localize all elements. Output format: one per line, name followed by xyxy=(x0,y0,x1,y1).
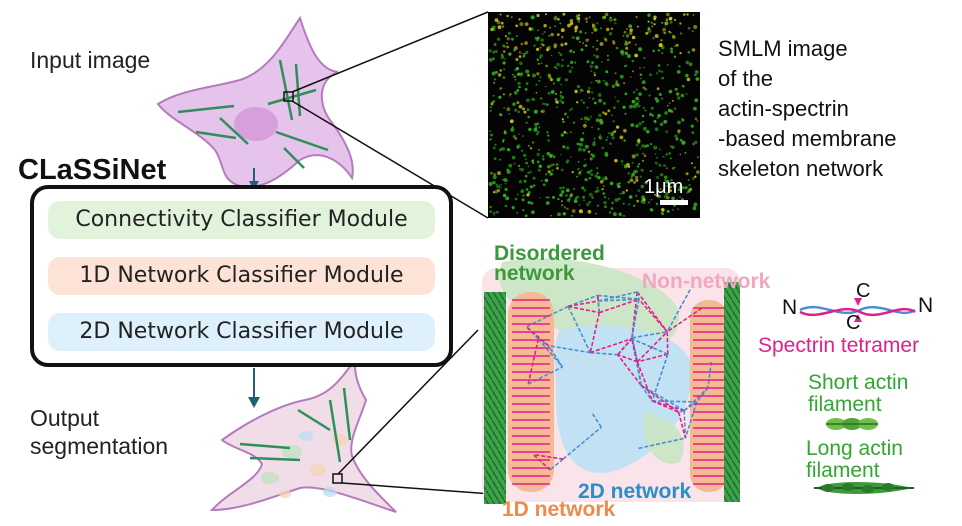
connectivity-module: Connectivity Classifier Module xyxy=(48,201,435,239)
long-actin-line-2: filament xyxy=(806,459,880,482)
short-actin-line-1: Short actin xyxy=(808,371,909,394)
short-actin-line-2: filament xyxy=(808,393,882,416)
scale-bar-label: 1μm xyxy=(644,176,684,198)
network-1d-label: 1D network xyxy=(502,498,616,521)
smlm-image xyxy=(488,12,700,218)
spectrin-tetramer-label: Spectrin tetramer xyxy=(758,334,920,357)
network-2d-label: 2D network xyxy=(578,480,692,503)
non-network-label: Non-network xyxy=(642,270,771,293)
input-image-label: Input image xyxy=(30,47,151,73)
output-label-line-2: segmentation xyxy=(30,433,169,459)
smlm-caption-line-3: actin-spectrin xyxy=(718,96,849,121)
spectrin-c-top: C xyxy=(856,280,871,302)
smlm-caption: SMLM image of the actin-spectrin -based … xyxy=(718,34,897,184)
spectrin-legend-graphic xyxy=(799,298,916,322)
output-label-line-1: Output xyxy=(30,405,100,431)
network-2d-module: 2D Network Classifier Module xyxy=(48,313,435,351)
disordered-line-1: Disordered xyxy=(494,242,605,265)
spectrin-n-left: N xyxy=(782,296,798,319)
flow-arrow-bottom xyxy=(248,368,260,408)
disordered-network-label: Disordered network xyxy=(494,242,605,285)
network-1d-module: 1D Network Classifier Module xyxy=(48,257,435,295)
method-title: CLaSSiNet xyxy=(18,154,167,186)
smlm-caption-line-5: skeleton network xyxy=(718,156,884,181)
output-cell xyxy=(209,356,397,513)
short-actin-label: Short actin filament xyxy=(808,372,908,416)
smlm-caption-line-2: of the xyxy=(718,66,774,91)
long-actin-line-1: Long actin xyxy=(806,437,903,460)
spectrin-n-right: N xyxy=(918,294,934,317)
smlm-caption-line-4: -based membrane xyxy=(718,126,897,151)
long-actin-graphic xyxy=(814,482,914,494)
smlm-caption-line-1: SMLM image xyxy=(718,36,848,61)
classifier-pipeline: Connectivity Classifier Module 1D Networ… xyxy=(30,185,453,367)
long-actin-label: Long actin filament xyxy=(806,438,903,482)
output-label: Output segmentation xyxy=(30,404,168,460)
input-cell xyxy=(156,15,354,188)
network-diagram xyxy=(482,258,740,504)
short-actin-graphic xyxy=(826,418,878,430)
disordered-line-2: network xyxy=(494,262,575,285)
spectrin-c-bottom: C xyxy=(846,312,861,334)
